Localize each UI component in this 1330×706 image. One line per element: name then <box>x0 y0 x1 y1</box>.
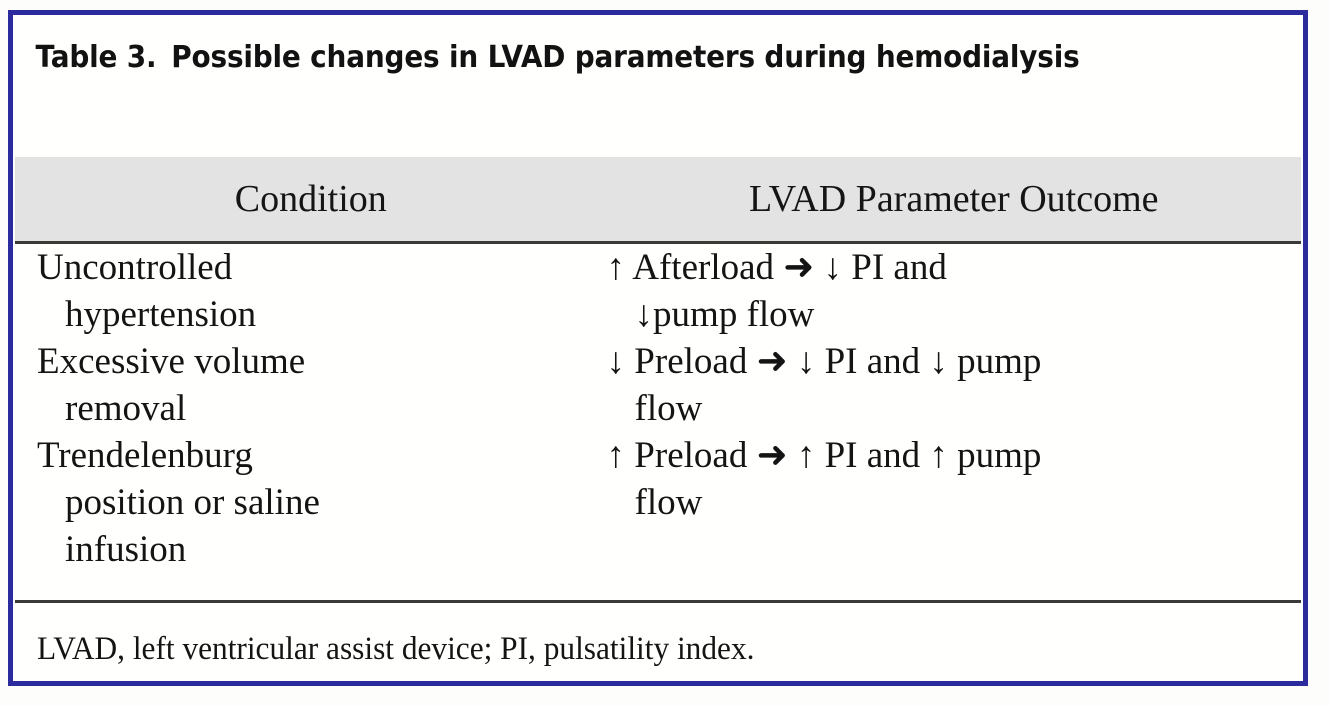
table-row: Uncontrolled hypertension <box>37 244 607 338</box>
outcome-line: ↓ Preload ➜ ↓ PI and ↓ pump <box>606 341 1042 382</box>
table-body: Uncontrolled hypertension Excessive volu… <box>15 244 1301 597</box>
table-row: ↑ Preload ➜ ↑ PI and ↑ pump flow <box>607 432 1301 526</box>
condition-line: Excessive volume <box>37 341 306 382</box>
outcome-line: flow <box>634 482 703 523</box>
outcome-column: ↑ Afterload ➜ ↓ PI and ↓pump flow ↓ Prel… <box>607 244 1301 597</box>
condition-column: Uncontrolled hypertension Excessive volu… <box>15 244 607 597</box>
table-frame: Table 3. Possible changes in LVAD paramet… <box>8 10 1308 686</box>
table-row: Excessive volume removal <box>37 338 607 432</box>
table-row: ↑ Afterload ➜ ↓ PI and ↓pump flow <box>607 244 1301 338</box>
condition-line: hypertension <box>65 294 257 335</box>
column-header-condition: Condition <box>234 178 387 220</box>
condition-line: Uncontrolled <box>37 247 233 288</box>
table-row: ↓ Preload ➜ ↓ PI and ↓ pump flow <box>607 338 1301 432</box>
outcome-line: ↑ Preload ➜ ↑ PI and ↑ pump <box>606 435 1042 476</box>
table-header-row: Condition LVAD Parameter Outcome <box>15 157 1301 244</box>
table-row: Trendelenburg position or saline infusio… <box>37 432 607 573</box>
condition-line: infusion <box>65 529 187 570</box>
table-footnote: LVAD, left ventricular assist device; PI… <box>37 631 755 667</box>
table-caption-number: Table 3. <box>35 40 157 75</box>
table-caption: Table 3. Possible changes in LVAD paramet… <box>15 17 1211 78</box>
outcome-line: flow <box>634 388 703 429</box>
condition-line: Trendelenburg <box>37 435 253 476</box>
column-header-outcome: LVAD Parameter Outcome <box>749 178 1159 220</box>
footnote-divider <box>15 600 1301 603</box>
condition-line: removal <box>65 388 187 429</box>
condition-line: position or saline <box>65 482 320 523</box>
table-caption-text: Possible changes in LVAD parameters duri… <box>171 40 1080 75</box>
outcome-line: ↓pump flow <box>634 294 815 335</box>
outcome-line: ↑ Afterload ➜ ↓ PI and <box>606 247 947 288</box>
table-inner: Table 3. Possible changes in LVAD paramet… <box>13 15 1303 681</box>
